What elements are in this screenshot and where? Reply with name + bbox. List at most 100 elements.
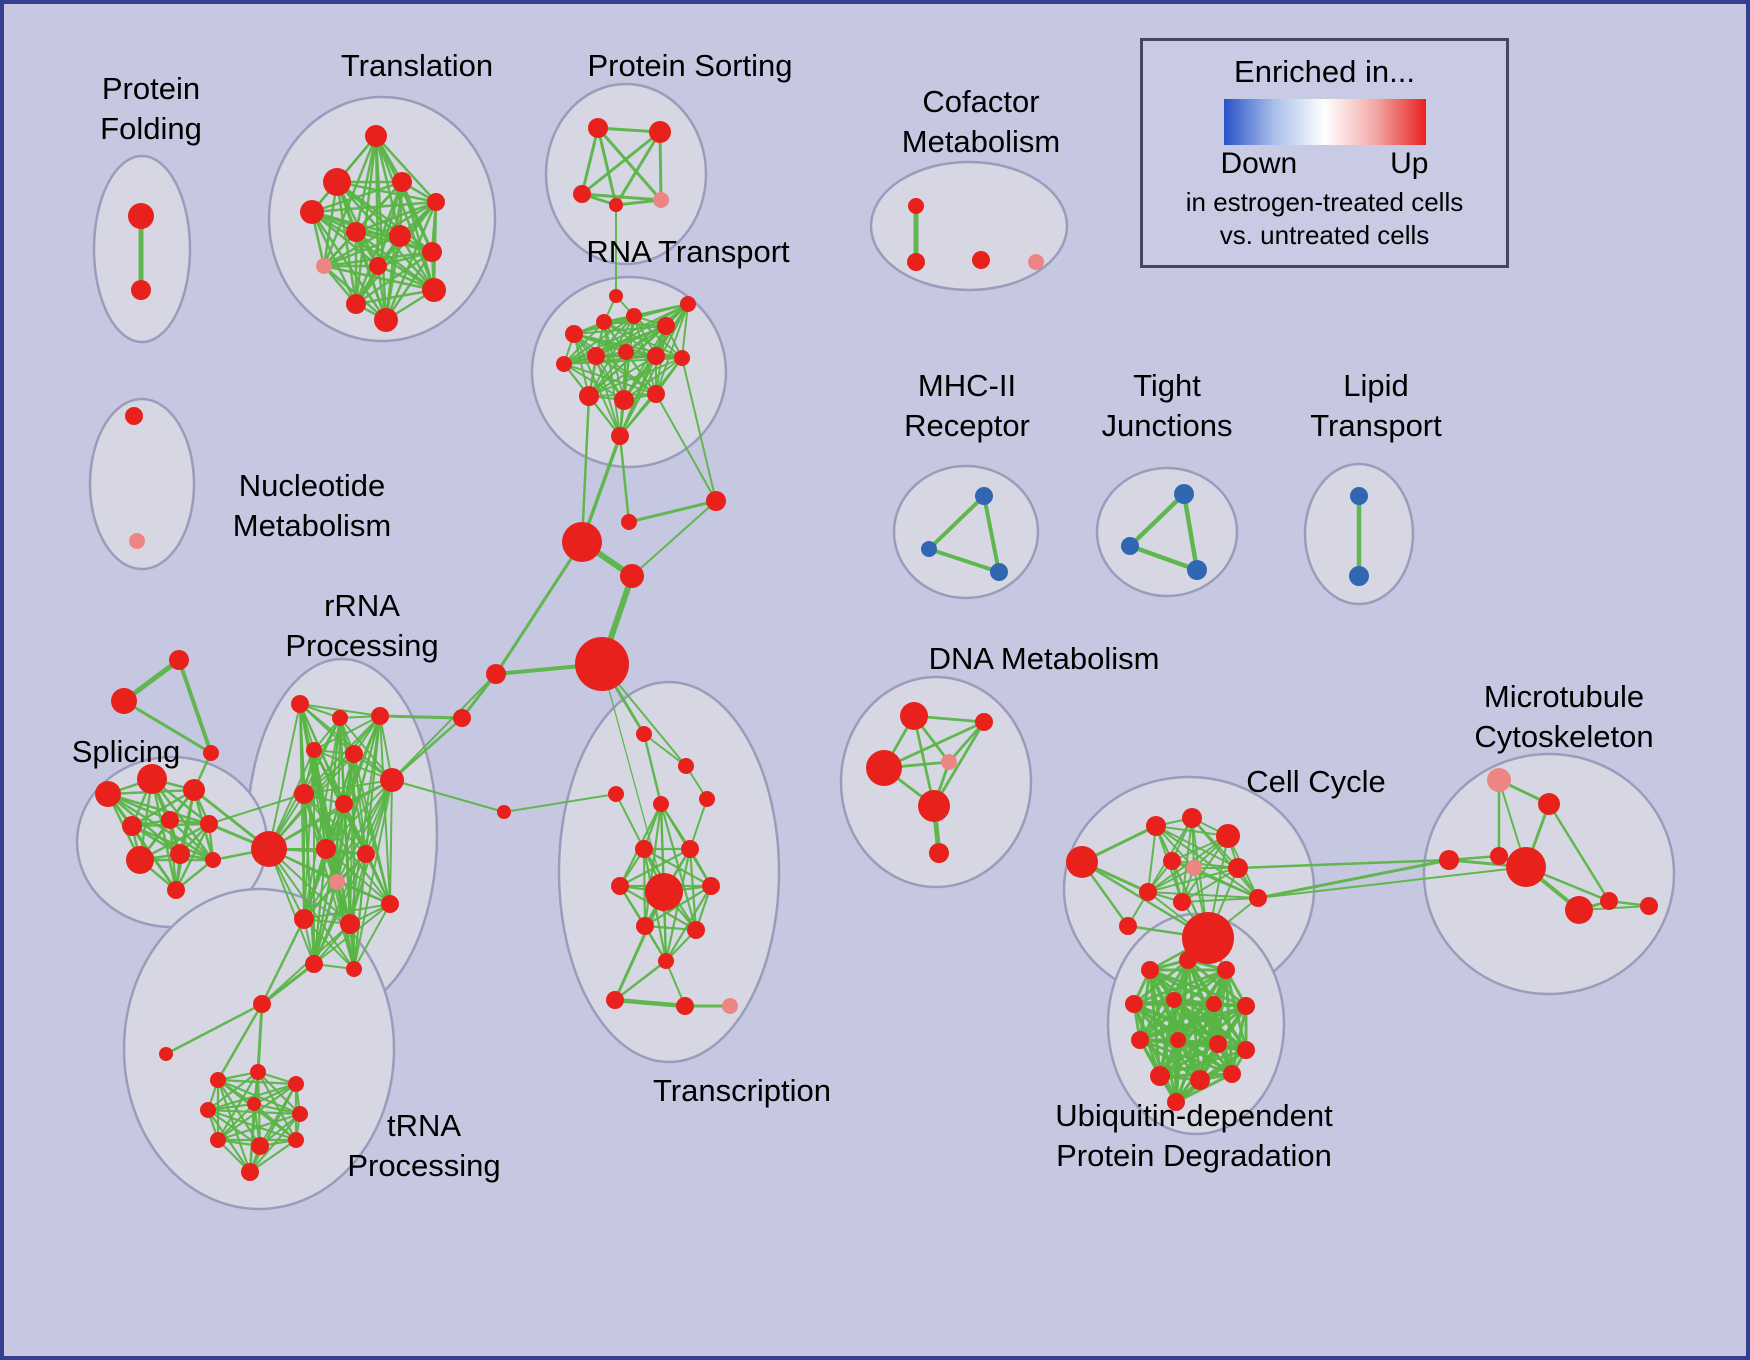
gene-set-node-tj3: [1187, 560, 1207, 580]
gene-set-node-rr16: [346, 961, 362, 977]
gene-set-node-nm1: [125, 407, 143, 425]
gene-set-node-ub10: [1209, 1035, 1227, 1053]
gene-set-node-ub11: [1237, 1041, 1255, 1059]
gene-set-node-rr2: [332, 710, 348, 726]
network-edge: [353, 903, 391, 970]
gene-set-node-sp9: [205, 852, 221, 868]
network-edge: [1172, 968, 1228, 1002]
network-edge: [681, 303, 689, 359]
network-edge: [612, 997, 688, 1009]
gene-set-node-cc8: [1139, 883, 1157, 901]
gene-set-node-tn2: [210, 1072, 226, 1088]
network-edge: [642, 847, 713, 888]
gene-set-node-rt4: [657, 317, 675, 335]
gene-set-node-sp7: [126, 846, 154, 874]
network-edge: [614, 130, 662, 207]
network-edge: [374, 134, 438, 204]
network-edge: [588, 355, 657, 397]
gene-set-node-rrh: [251, 831, 287, 867]
gene-set-node-tx8: [611, 877, 629, 895]
network-edge: [248, 1138, 298, 1174]
cluster-label-cell-cycle: Cell Cycle: [1246, 764, 1386, 799]
gene-set-node-hb2: [621, 514, 637, 530]
gene-set-node-mid3: [497, 805, 511, 819]
network-edge: [400, 180, 434, 254]
network-edge: [384, 250, 434, 322]
gene-set-node-mc6: [1565, 896, 1593, 924]
gene-set-node-tl3: [300, 200, 324, 224]
network-edge: [353, 779, 393, 970]
gene-set-node-tr3: [203, 745, 219, 761]
network-edge: [1224, 968, 1234, 1076]
legend-up-label: Up: [1390, 147, 1429, 180]
legend-title: Enriched in...: [1234, 54, 1415, 89]
gene-set-node-ps5: [653, 192, 669, 208]
gene-set-node-tr1: [169, 650, 189, 670]
network-edge: [248, 1102, 256, 1174]
network-edge: [310, 210, 434, 254]
network-edge: [503, 793, 617, 813]
network-edge: [248, 1082, 298, 1174]
gene-set-node-ps4: [609, 198, 623, 212]
gene-set-node-tx15: [722, 998, 738, 1014]
network-edge: [619, 355, 657, 437]
network-edge: [618, 847, 692, 888]
network-edge: [390, 716, 464, 782]
network-edge: [1132, 958, 1190, 1006]
network-edge: [1181, 867, 1239, 903]
gene-set-node-tl2: [365, 125, 387, 147]
network-edge: [655, 393, 717, 502]
gene-set-node-sp5: [161, 811, 179, 829]
gene-set-node-rr6: [380, 768, 404, 792]
legend-scale-row: Down Up: [1221, 147, 1429, 181]
gene-set-node-sp3: [183, 779, 205, 801]
gene-set-node-ub14: [1223, 1065, 1241, 1083]
gene-set-node-rr7: [294, 784, 314, 804]
cluster-ellipse-transcription: [557, 680, 781, 1064]
network-edge: [643, 884, 713, 928]
gene-set-node-mc3: [1439, 850, 1459, 870]
gene-set-node-rt1: [565, 325, 583, 343]
network-edge: [1181, 897, 1259, 903]
network-edge: [313, 881, 338, 965]
gene-set-node-tx9: [702, 877, 720, 895]
gene-set-node-tx1: [636, 726, 652, 742]
network-edge: [1174, 1002, 1216, 1104]
legend-down-label: Down: [1220, 147, 1298, 180]
gene-set-node-mh2: [921, 541, 937, 557]
network-edge: [206, 1082, 298, 1112]
network-edge: [633, 303, 689, 317]
gene-set-node-hb3: [706, 491, 726, 511]
network-edge: [325, 848, 391, 905]
legend-caption-2: vs. untreated cells: [1219, 220, 1430, 251]
network-edge: [1176, 1004, 1248, 1042]
network-edge: [365, 853, 391, 905]
gene-set-node-ub6: [1206, 996, 1222, 1012]
gene-set-node-rr9: [316, 839, 336, 859]
gene-set-node-sp6: [200, 815, 218, 833]
network-edge: [268, 848, 315, 965]
network-edge: [256, 1070, 298, 1142]
network-edge: [389, 779, 393, 905]
gene-set-node-rr12: [294, 909, 314, 929]
gene-set-node-tn5: [200, 1102, 216, 1118]
gene-set-node-tx5: [699, 791, 715, 807]
gene-set-node-cc11: [1119, 917, 1137, 935]
gene-set-node-cc7: [1228, 858, 1248, 878]
gene-set-node-cc9: [1173, 893, 1191, 911]
network-edge: [208, 793, 305, 825]
network-edge: [588, 357, 683, 397]
network-edge: [681, 357, 717, 502]
gene-set-node-cm4: [1028, 254, 1044, 270]
network-edge: [216, 1112, 302, 1142]
gene-set-node-cc6: [1186, 860, 1202, 876]
cluster-label-splicing: Splicing: [72, 734, 181, 769]
gene-set-node-mc4: [1490, 847, 1508, 865]
gene-set-node-pf2: [131, 280, 151, 300]
gene-set-node-tx12: [658, 953, 674, 969]
network-edge: [378, 714, 464, 720]
